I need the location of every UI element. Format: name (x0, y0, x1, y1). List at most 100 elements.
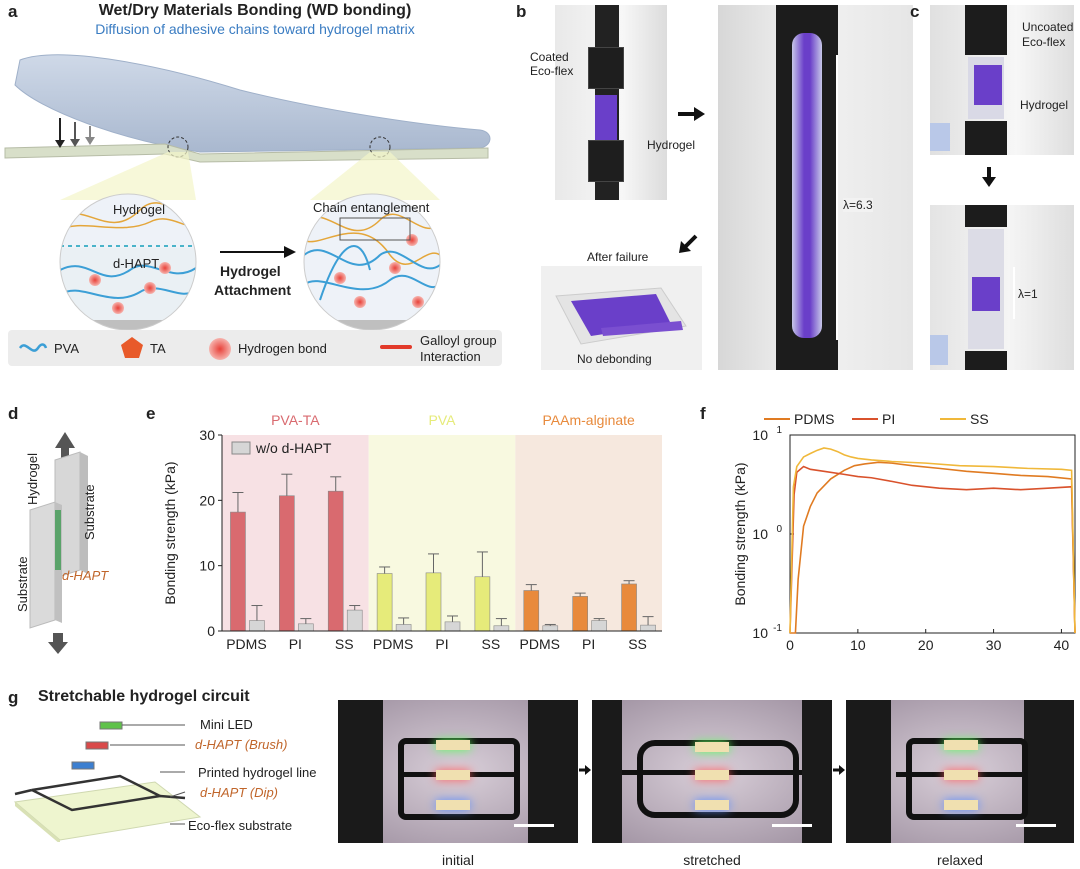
bar-without (298, 623, 314, 632)
group-title-2: PAAm-alginate (542, 412, 635, 428)
down-left-arrow-icon (679, 234, 698, 253)
caption-initial: initial (442, 852, 474, 868)
y-tick-label: 10 (752, 526, 768, 542)
bar-without (249, 620, 265, 632)
panel-d-hydrogel-label: Hydrogel (25, 452, 40, 505)
y-axis-label: Bonding strength (kPa) (732, 462, 748, 605)
pva-wave-icon (18, 343, 48, 352)
y-tick-exponent: 1 (776, 425, 782, 436)
panel-d-substrate-right: Substrate (82, 484, 97, 540)
x-tick-label: SS (628, 636, 647, 652)
printed-line-label: Printed hydrogel line (198, 765, 317, 780)
x-tick-label: 10 (850, 637, 866, 653)
y-tick-label: 10 (752, 427, 768, 443)
group-title-0: PVA-TA (271, 412, 320, 428)
panel-d-diagram (29, 432, 88, 654)
chain-entanglement-label: Chain entanglement (313, 200, 430, 215)
y-tick-exponent: -1 (773, 623, 782, 634)
caption-stretched: stretched (683, 852, 741, 868)
legend-swatch (231, 441, 251, 455)
legend-ta: TA (150, 341, 166, 356)
caption-relaxed: relaxed (937, 852, 983, 868)
x-tick-label: SS (335, 636, 354, 652)
y-tick-exponent: 0 (776, 524, 782, 535)
x-tick-label: SS (482, 636, 501, 652)
legend-label-pdms: PDMS (794, 411, 834, 427)
panel-e-label: e (146, 404, 156, 423)
panel-d-substrate-left: Substrate (15, 556, 30, 612)
hydrogel-attachment-label-2: Attachment (214, 282, 292, 298)
coated-label-1: Coated (530, 50, 569, 64)
bar-without (395, 624, 412, 632)
stretched-photo (718, 5, 913, 370)
group-title-1: PVA (429, 412, 457, 428)
circuit-photo-stretched (592, 700, 832, 843)
y-tick-label: 10 (199, 558, 215, 574)
bar-without (346, 609, 363, 632)
press-arrows-icon (55, 118, 95, 148)
bar-without (640, 624, 656, 632)
bar-with (279, 495, 295, 632)
hydrogel-sheet (14, 54, 491, 153)
group-bg-2 (515, 435, 662, 631)
x-tick-label: PI (582, 636, 595, 652)
legend-label: w/o d-HAPT (255, 440, 332, 456)
y-tick-label: 0 (207, 623, 215, 639)
ta-pentagon-icon (121, 337, 143, 358)
group-bg-1 (368, 435, 516, 631)
bar-with (327, 490, 344, 632)
x-tick-label: PDMS (226, 636, 266, 652)
panel-a-subtitle: Diffusion of adhesive chains toward hydr… (95, 21, 415, 37)
x-tick-label: 20 (918, 637, 934, 653)
bar-with (376, 573, 393, 632)
uncoated-ecoflex-photo (930, 5, 1074, 155)
brush-label: d-HAPT (Brush) (195, 737, 288, 752)
y-tick-label: 30 (199, 427, 215, 443)
panel-g-title: Stretchable hydrogel circuit (38, 688, 250, 705)
panel-a-label: a (8, 2, 18, 21)
after-failure-label: After failure (587, 250, 649, 264)
bar-without (444, 621, 461, 632)
coated-ecoflex-photo (555, 5, 667, 200)
x-tick-label: PI (435, 636, 448, 652)
bar-with (230, 511, 246, 632)
bar-without (542, 625, 559, 632)
lambda-initial-label: λ=1 (1018, 287, 1038, 301)
no-debonding-label: No debonding (577, 352, 652, 366)
panel-g-label: g (8, 688, 19, 707)
legend-galloyl-1: Galloyl group (420, 333, 497, 348)
panel-d-dhapt-label: d-HAPT (62, 568, 109, 583)
coated-label-2: Eco-flex (530, 64, 574, 78)
after-failure-photo (541, 266, 702, 370)
circuit-photo-initial (338, 700, 578, 843)
down-arrow-icon (982, 167, 996, 187)
bar-with (572, 596, 588, 632)
legend-label-ss: SS (970, 411, 989, 427)
right-arrow-icon (678, 107, 705, 121)
series-line-pi (789, 465, 1076, 634)
ecoflex-substrate-label: Eco-flex substrate (188, 818, 293, 833)
uncoated-label-2: Eco-flex (1022, 35, 1066, 49)
arrow-icon-1 (579, 765, 591, 775)
circuit-diagram (13, 721, 202, 842)
y-tick-label: 10 (752, 625, 768, 641)
y-axis-label: Bonding strength (kPa) (162, 461, 178, 604)
panel-f-label: f (700, 404, 706, 423)
group-bg-0 (222, 435, 369, 631)
legend-galloyl-2: Interaction (420, 349, 481, 364)
panel-b-label: b (516, 2, 527, 21)
uncoated-label-1: Uncoated (1022, 20, 1074, 34)
lambda-stretched-label: λ=6.3 (843, 198, 873, 212)
hydrogen-bond-icon (209, 338, 231, 360)
galloyl-line-icon (380, 345, 412, 349)
panel-a-title: Wet/Dry Materials Bonding (WD bonding) (98, 2, 412, 19)
left-circle-dhapt-label: d-HAPT (113, 256, 160, 271)
hydrogel-attachment-label-1: Hydrogel (220, 263, 281, 279)
panel-c-hydrogel-label: Hydrogel (1020, 98, 1069, 112)
legend-pva: PVA (54, 341, 80, 356)
panel-b-hydrogel-label: Hydrogel (647, 138, 696, 152)
x-tick-label: PDMS (520, 636, 560, 652)
dip-label: d-HAPT (Dip) (200, 785, 279, 800)
x-tick-label: 0 (786, 637, 794, 653)
bar-without (493, 625, 510, 632)
